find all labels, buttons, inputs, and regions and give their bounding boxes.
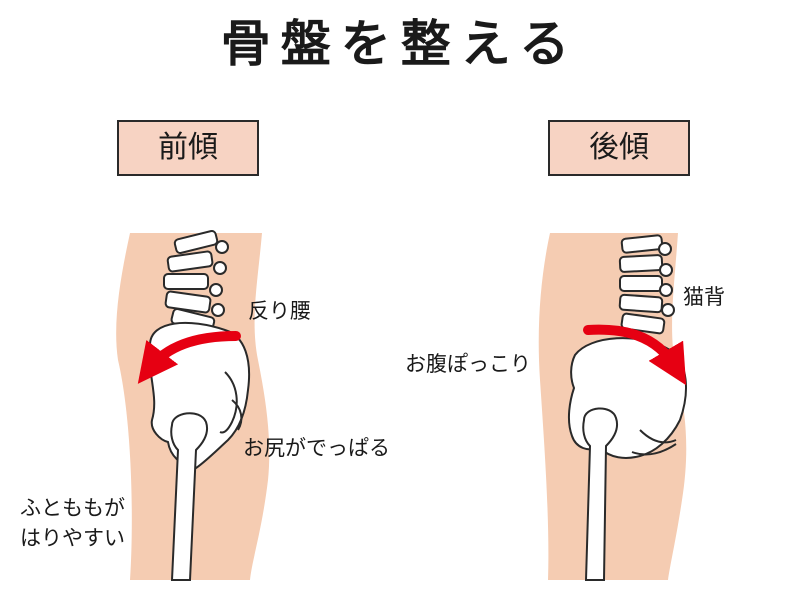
annotation-sway-back: 反り腰 xyxy=(248,299,311,323)
annotation-thighs-line2: はりやすい xyxy=(20,526,125,550)
annotation-thighs-line1: ふとももが xyxy=(20,496,125,520)
spine-anterior xyxy=(163,229,229,333)
anterior-tilt-figure xyxy=(116,229,270,581)
tilt-arrow-posterior xyxy=(583,324,687,386)
panel-label-anterior: 前傾 xyxy=(117,120,259,176)
tilt-arrow-anterior xyxy=(137,331,241,384)
femur-anterior xyxy=(170,412,208,581)
spine-posterior xyxy=(618,234,675,335)
annotation-buttocks-protrude: お尻がでっぱる xyxy=(243,436,390,460)
annotation-belly-pooch: お腹ぽっこり xyxy=(405,352,531,376)
page-title: 骨盤を整える xyxy=(220,15,580,73)
panel-label-posterior: 後傾 xyxy=(548,120,690,176)
femur-posterior xyxy=(582,407,618,581)
posterior-tilt-figure xyxy=(538,233,687,581)
annotation-hunchback: 猫背 xyxy=(683,285,725,309)
